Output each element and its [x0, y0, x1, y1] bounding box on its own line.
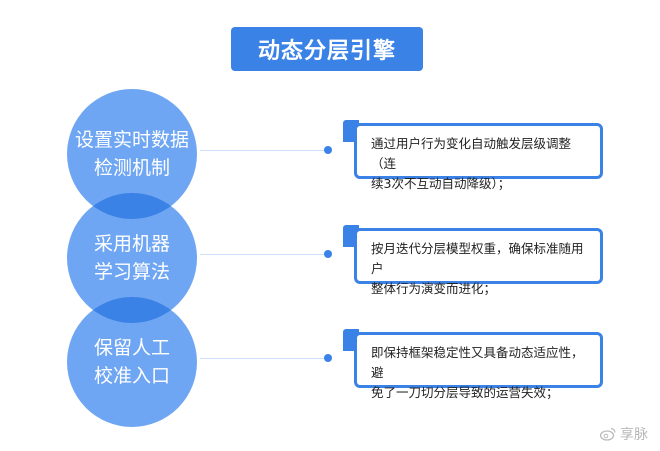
- connector-dot-2: [324, 250, 332, 258]
- card-3-line-1: 即保持框架稳定性又具备动态适应性，避: [371, 345, 584, 380]
- weibo-icon: [600, 427, 616, 441]
- card-2-line-2: 整体行为演变而进化；: [371, 281, 497, 296]
- step-circle-3: 保留人工 校准入口: [67, 297, 197, 427]
- description-card-1: 通过用户行为变化自动触发层级调整（连 续3次不互动自动降级）；: [354, 123, 603, 191]
- connector-2: [200, 254, 328, 255]
- card-2-line-1: 按月迭代分层模型权重，确保标准随用户: [371, 241, 584, 276]
- diagram-title: 动态分层引擎: [231, 27, 423, 71]
- connector-3: [200, 358, 328, 359]
- card-1-line-1: 通过用户行为变化自动触发层级调整（连: [371, 136, 572, 171]
- step-3-line-2: 校准入口: [93, 365, 170, 387]
- step-2-line-1: 采用机器: [93, 233, 170, 255]
- step-1-line-2: 检测机制: [93, 157, 170, 179]
- connector-dot-1: [324, 146, 332, 154]
- connector-dot-3: [324, 354, 332, 362]
- watermark-text: 享脉: [620, 427, 648, 443]
- step-1-line-1: 设置实时数据: [74, 129, 189, 151]
- watermark: 享脉: [600, 424, 648, 444]
- description-card-2: 按月迭代分层模型权重，确保标准随用户 整体行为演变而进化；: [354, 228, 603, 296]
- card-1-line-2: 续3次不互动自动降级）；: [371, 176, 511, 191]
- description-card-3: 即保持框架稳定性又具备动态适应性，避 免了一刀切分层导致的运营失效；: [354, 332, 603, 400]
- step-2-line-2: 学习算法: [93, 261, 170, 283]
- step-3-line-1: 保留人工: [93, 337, 170, 359]
- connector-1: [200, 150, 328, 151]
- card-3-line-2: 免了一刀切分层导致的运营失效；: [371, 385, 559, 400]
